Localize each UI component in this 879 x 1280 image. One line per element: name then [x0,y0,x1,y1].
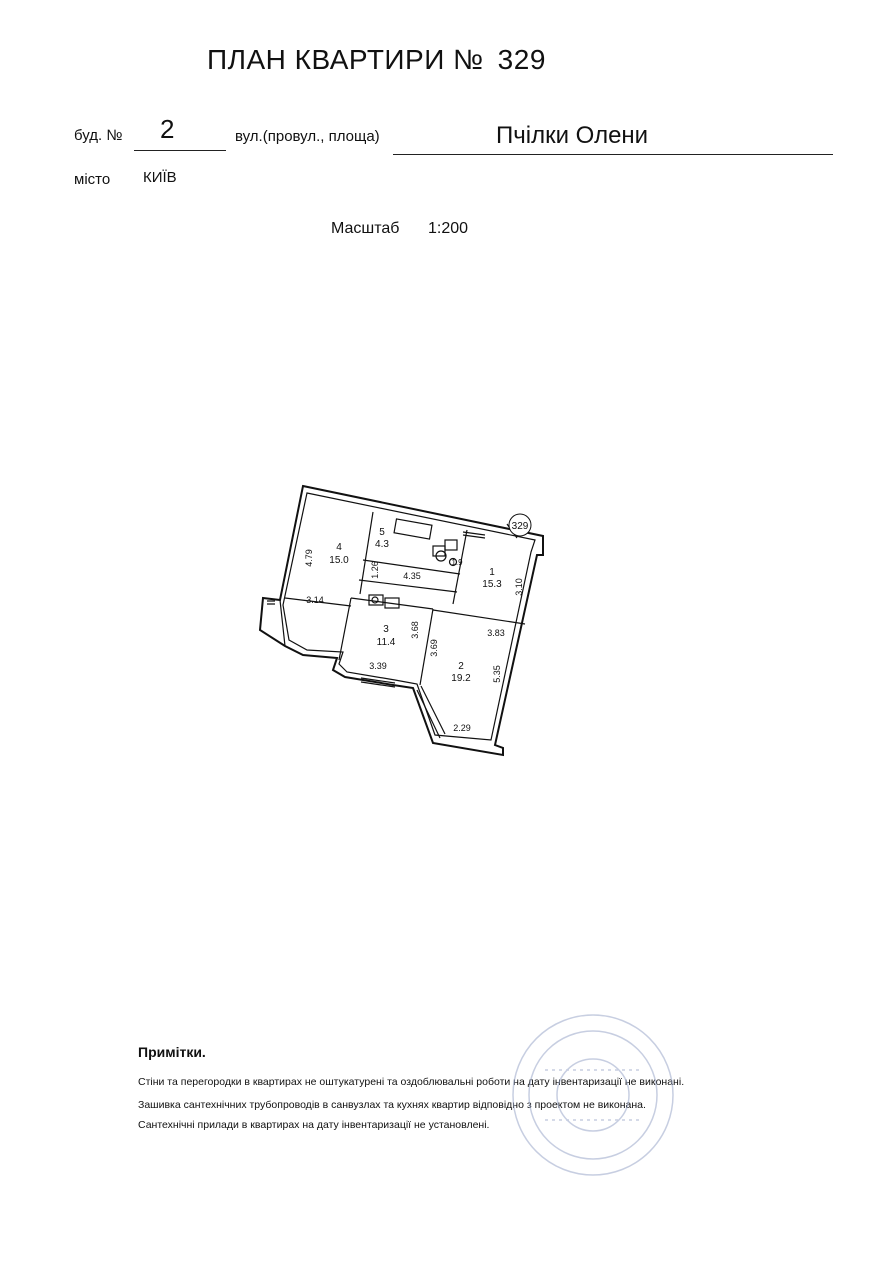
dimension-4-79: 4.79 [304,549,314,567]
notes-title: Примітки. [138,1044,206,1060]
building-underline [134,150,226,151]
city-label: місто [74,171,111,188]
official-seal-icon [512,1014,674,1176]
street-label: вул.(провул., площа) [235,128,380,145]
apartment-marker: 329 [512,521,529,532]
room-1-number: 1 [489,567,495,578]
city-value: КИЇВ [143,169,177,186]
dimension-2-29: 2.29 [453,723,471,733]
apartment-marker-circle [508,513,532,537]
room-2-area: 19.2 [451,673,471,684]
dimension-3-39: 3.39 [369,661,387,671]
building-label: буд. № [74,127,123,144]
room-4-number: 4 [336,542,342,553]
room-4-area: 15.0 [329,555,349,566]
dimension-3-68: 3.68 [410,621,420,639]
scale-value: 1:200 [428,220,469,237]
apartment-number: 329 [497,44,546,75]
room-3-area: 11.4 [377,637,396,648]
room-1-area: 15.3 [482,579,502,590]
dimension-3-14: 3.14 [306,595,324,605]
room-5-area: 4.3 [375,539,389,550]
room-5-number: 5 [379,527,385,538]
title-text: ПЛАН КВАРТИРИ № [207,44,484,75]
dimension-1-26: 1.26 [370,561,380,579]
plan-walls [258,484,544,757]
note-line-3: Сантехнічні прилади в квартирах на дату … [138,1119,490,1131]
note-line-2: Зашивка сантехнічних трубопроводів в сан… [138,1099,646,1111]
room-3-number: 3 [383,624,389,635]
room-2-number: 2 [458,661,464,672]
floor-plan: 329 4 15.0 5 4.3 1.9 1 15.3 3 11.4 2 19.… [258,484,544,757]
note-line-1: Стіни та перегородки в квартирах не ошту… [138,1076,685,1088]
room-6-area: 1.9 [451,558,463,567]
street-value: Пчілки Олени [496,122,649,149]
dimension-3-10: 3.10 [514,578,524,596]
dimension-3-83: 3.83 [487,628,505,638]
building-value: 2 [160,114,175,144]
scale-label: Масштаб [331,220,400,237]
document-title: ПЛАН КВАРТИРИ № 329 [207,44,546,76]
dimension-4-35: 4.35 [403,571,421,581]
street-underline [393,154,833,155]
dimension-5-35: 5.35 [492,665,502,683]
dimension-3-69: 3.69 [429,639,439,657]
